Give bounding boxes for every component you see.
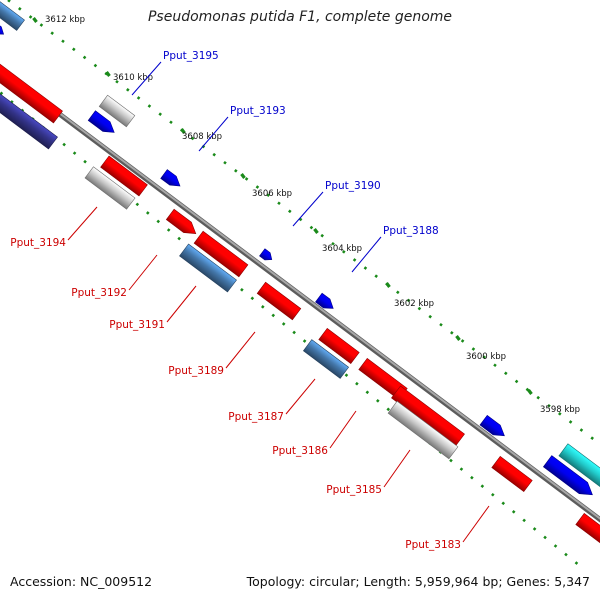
gene-label[interactable]: Pput_3188 [383,225,439,237]
scale-tick-mark [527,389,533,395]
scale-tick-label: 3606 kbp [252,189,292,199]
gene-label[interactable]: Pput_3187 [228,411,284,423]
scale-tick-mark [455,335,461,341]
gene-feature[interactable] [84,166,136,210]
gene-feature[interactable] [542,455,593,496]
gene-feature[interactable] [479,414,505,437]
gene-leader-line [351,236,382,273]
gene-leader-line [462,505,490,543]
gene-feature[interactable] [0,22,5,35]
tick-track-upper [7,0,600,446]
scale-tick-label: 3612 kbp [45,15,85,25]
gene-feature[interactable] [0,89,58,150]
gene-feature[interactable] [98,94,136,128]
gene-label[interactable]: Pput_3186 [272,445,328,457]
gene-leader-line [67,206,98,241]
accession-text: Accession: NC_009512 [10,574,153,589]
gene-leader-line [128,254,158,291]
gene-leader-line [225,331,256,369]
gene-label[interactable]: Pput_3190 [325,180,381,192]
gene-feature[interactable] [491,455,533,493]
scale-tick-mark [385,282,391,288]
gene-feature[interactable] [259,248,273,261]
genome-backbone [0,66,600,523]
tick-track-lower [0,90,581,568]
gene-label[interactable]: Pput_3193 [230,105,286,117]
scale-tick-mark [180,128,186,134]
gene-feature[interactable] [575,512,600,548]
gene-feature[interactable] [387,400,459,460]
map-title: Pseudomonas putida F1, complete genome [147,9,453,25]
scale-tick-label: 3608 kbp [182,132,222,142]
gene-label[interactable]: Pput_3192 [71,287,127,299]
gene-feature[interactable] [160,169,181,187]
gene-leader-line [329,410,357,449]
gene-leader-line [166,285,197,323]
gene-leader-line [285,378,316,415]
gene-label[interactable]: Pput_3185 [326,484,382,496]
gene-feature[interactable] [315,292,334,309]
gene-feature[interactable] [0,0,25,31]
gene-label[interactable]: Pput_3191 [109,319,165,331]
gene-feature[interactable] [256,281,302,321]
gene-leader-line [292,191,324,227]
gene-leader-line [198,116,229,152]
gene-label[interactable]: Pput_3183 [405,539,461,551]
gene-label[interactable]: Pput_3194 [10,237,66,249]
scale-tick-mark [240,173,246,179]
gene-feature[interactable] [302,339,350,379]
scale-tick-label: 3604 kbp [322,244,362,254]
scale-tick-mark [313,228,319,234]
scale-tick-mark [105,71,111,77]
gene-label[interactable]: Pput_3195 [163,50,219,62]
gene-leader-line [383,449,411,488]
scale-tick-label: 3600 kbp [466,352,506,362]
gene-leader-line [131,61,162,96]
scale-tick-mark [32,17,38,23]
scale-tick-label: 3598 kbp [540,405,580,415]
scale-tick-label: 3602 kbp [394,299,434,309]
gene-feature[interactable] [318,327,360,365]
gene-feature[interactable] [179,243,237,293]
gene-feature[interactable] [193,230,249,278]
gene-feature[interactable] [165,208,197,234]
topology-text: Topology: circular; Length: 5,959,964 bp… [246,574,590,589]
gene-feature[interactable] [100,155,148,197]
gene-label[interactable]: Pput_3189 [168,365,224,377]
scale-tick-label: 3610 kbp [113,73,153,83]
gene-feature[interactable] [87,110,115,133]
gene-feature[interactable] [558,443,600,488]
gene-feature[interactable] [0,63,63,124]
